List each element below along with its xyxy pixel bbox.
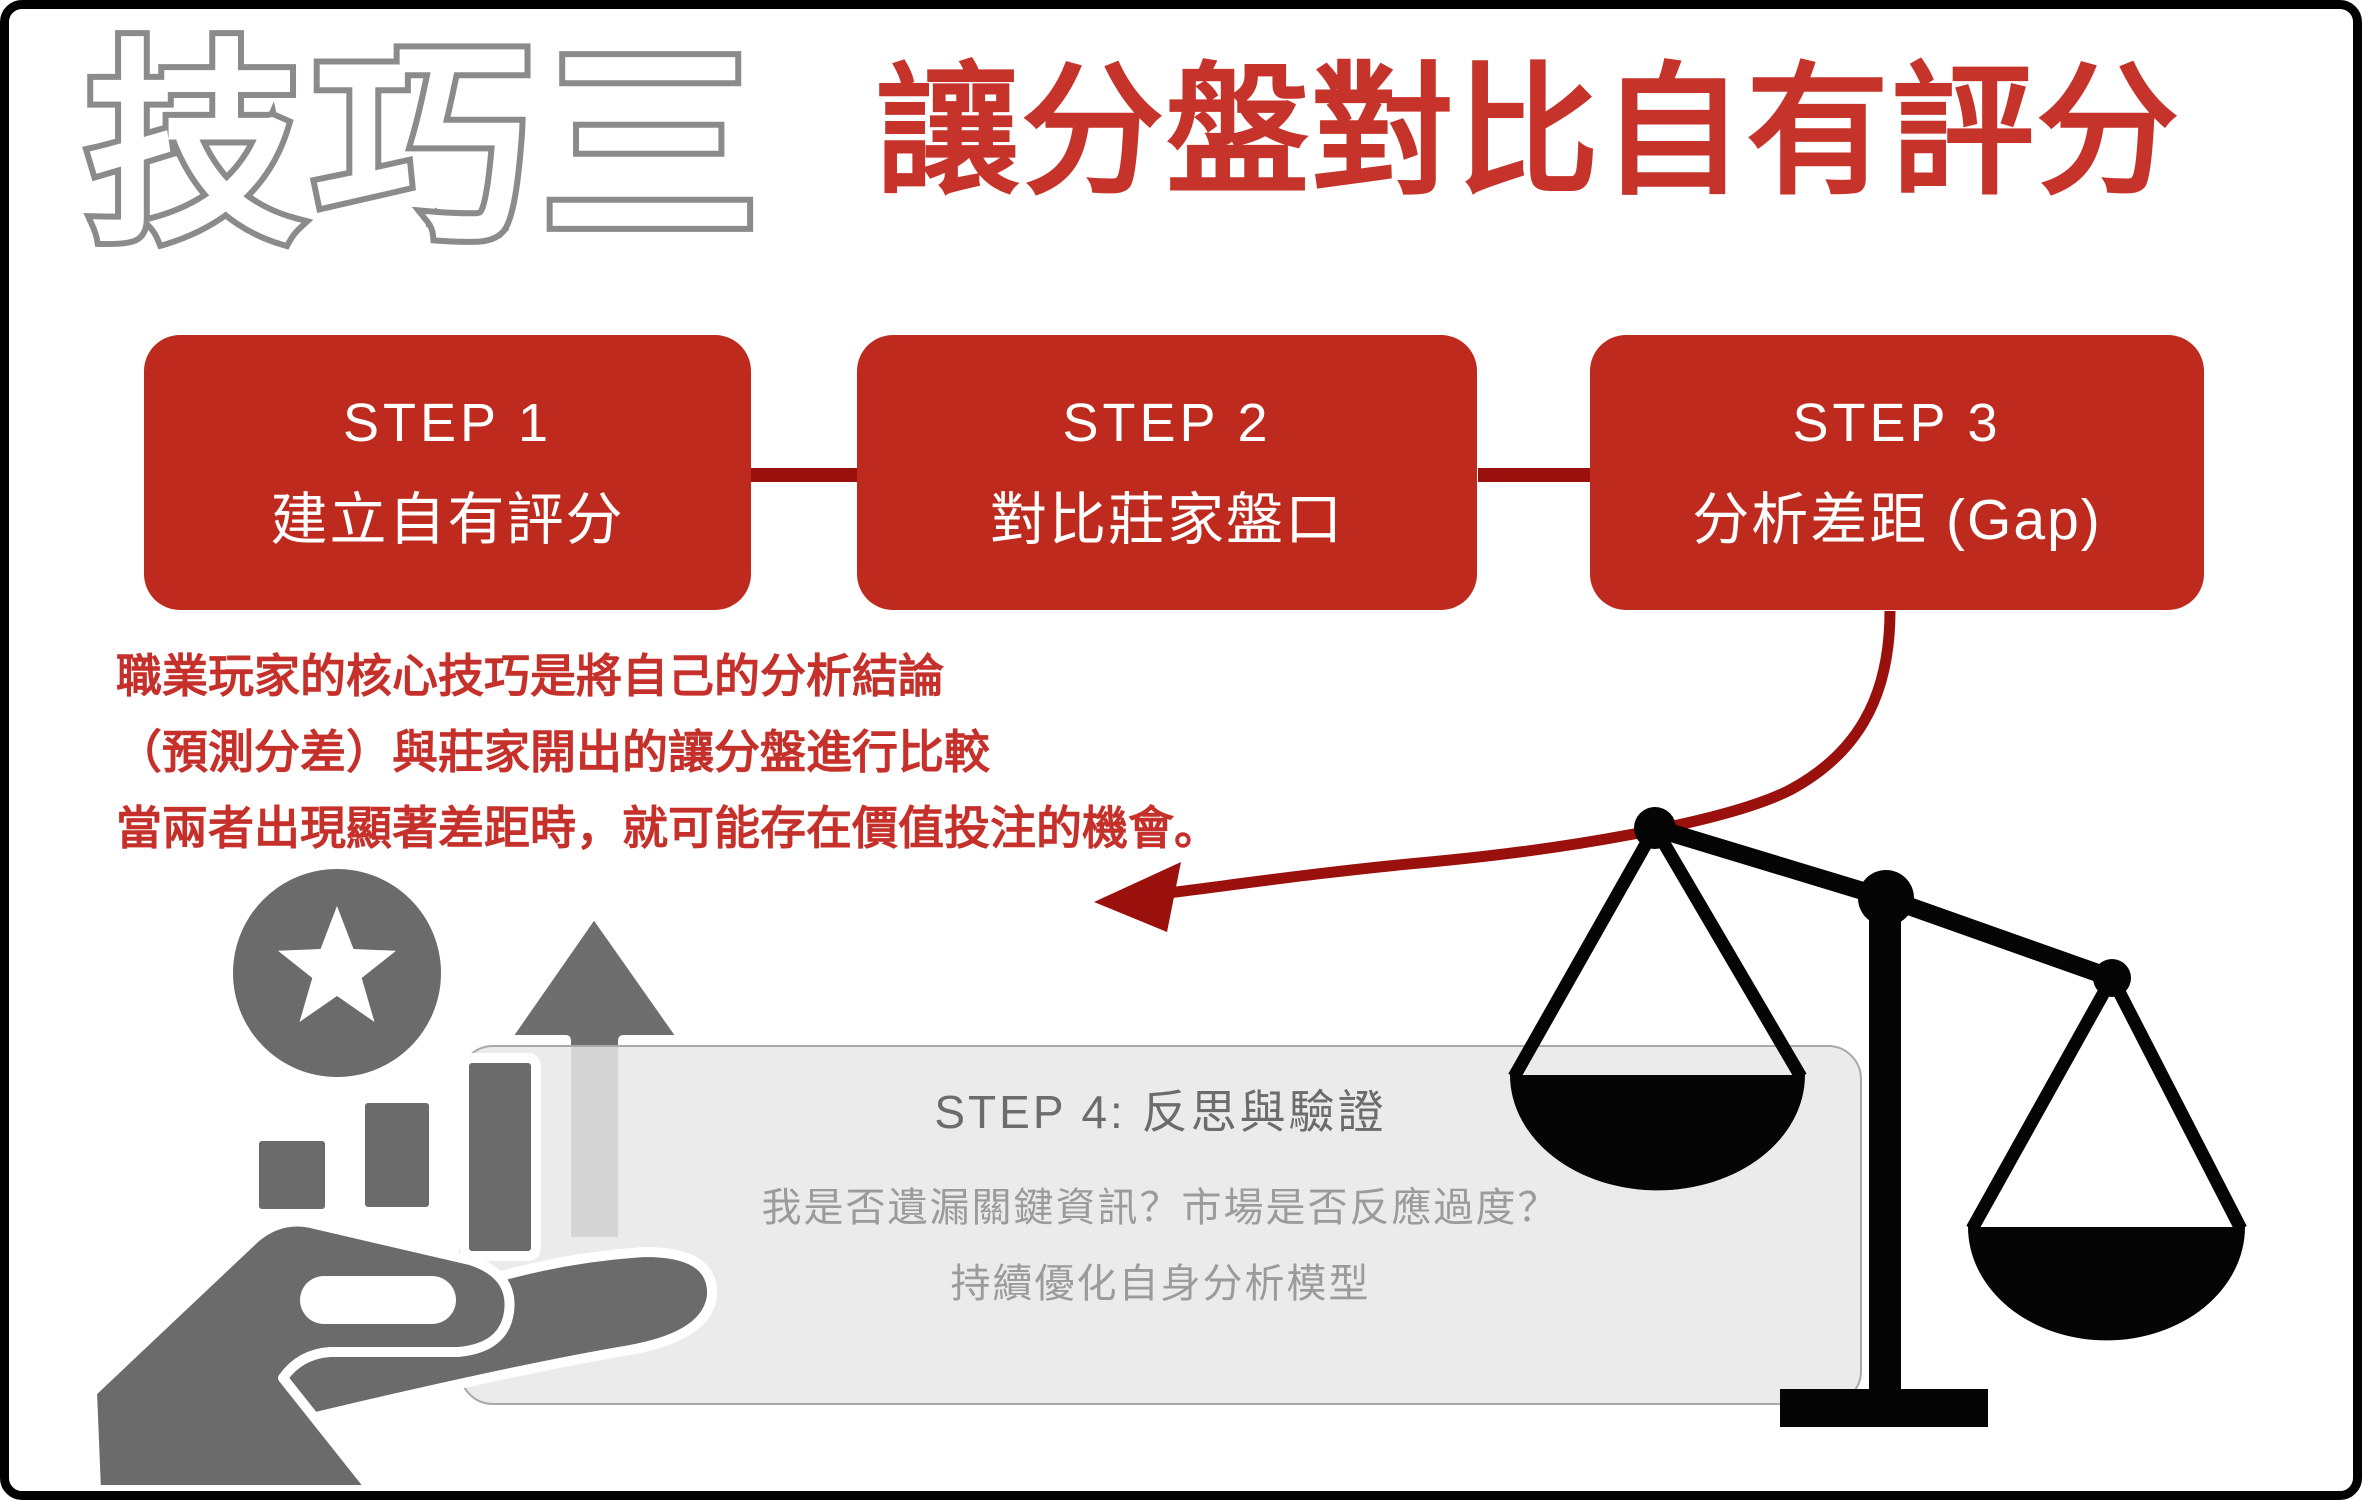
right-string-a	[1966, 974, 2118, 1233]
step4-title: STEP 4: 反思與驗證	[934, 1086, 1387, 1138]
step1-box: STEP 1 建立自有評分	[144, 335, 751, 610]
description-line-3: 當兩者出現顯著差距時，就可能存在價值投注的機會。	[116, 802, 1220, 854]
scale-post	[1869, 898, 1901, 1420]
hand-palm	[87, 1216, 515, 1495]
connector-line-2	[1478, 468, 1591, 482]
curved-arrow-head	[1094, 862, 1181, 932]
step4-question-line: 我是否遺漏關鍵資訊？市場是否反應過度？	[761, 1186, 1560, 1231]
curved-arrow-shaft	[1167, 610, 1896, 899]
step3-text: 分析差距 (Gap)	[1692, 488, 2102, 552]
beam-right	[1882, 889, 2116, 987]
left-pan	[1510, 1075, 1805, 1191]
left-joint	[1634, 807, 1676, 849]
bar-chart-icon	[249, 1053, 541, 1261]
right-joint	[2093, 959, 2131, 997]
step4-action-line: 持續優化自身分析模型	[950, 1262, 1371, 1307]
step1-text: 建立自有評分	[270, 488, 625, 552]
step2-text: 對比莊家盤口	[990, 488, 1344, 552]
step3-label: STEP 3	[1792, 393, 2002, 453]
hand-holding-growth-chart-icon	[87, 869, 718, 1495]
page-title: 讓分盤對比自有評分	[876, 53, 2181, 212]
curved-flow-arrow-icon	[1094, 610, 1896, 932]
step-connectors	[751, 468, 1591, 482]
scale-base	[1780, 1389, 1988, 1427]
step2-label: STEP 2	[1062, 393, 1272, 453]
star-badge-icon	[233, 869, 441, 1077]
step1-label: STEP 1	[342, 393, 553, 453]
beam-left	[1652, 819, 1889, 907]
balance-scale-icon	[1508, 807, 2247, 1427]
right-string-b	[2106, 975, 2247, 1232]
description-line-2: （預測分差）與莊家開出的讓分盤進行比較	[116, 726, 990, 778]
step2-box: STEP 2 對比莊家盤口	[857, 335, 1477, 610]
left-string-b	[1649, 824, 1807, 1081]
description-line-1: 職業玩家的核心技巧是將自己的分析結論	[116, 650, 944, 702]
description-paragraph: 職業玩家的核心技巧是將自己的分析結論 （預測分差）與莊家開出的讓分盤進行比較 當…	[116, 638, 1220, 866]
connector-line-1	[751, 468, 857, 482]
right-pan	[1968, 1227, 2245, 1341]
hand-grip-slot	[300, 1276, 456, 1324]
step3-box: STEP 3 分析差距 (Gap)	[1590, 335, 2204, 610]
technique-label: 技巧三	[80, 21, 771, 270]
left-string-a	[1508, 824, 1661, 1081]
